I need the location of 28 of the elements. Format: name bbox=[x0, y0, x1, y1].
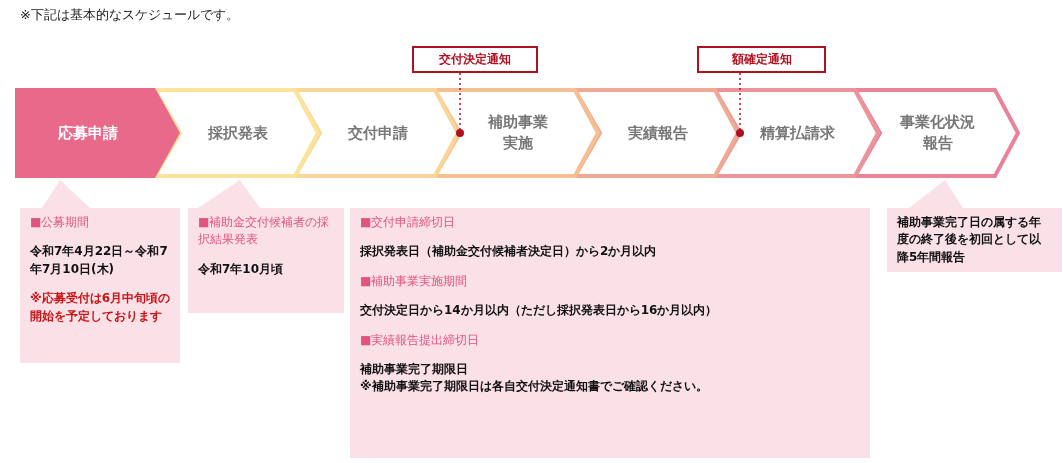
schedule-text: 令和7年10月頃 bbox=[198, 260, 285, 278]
schedule-text: ※補助事業完了期限日は各自交付決定通知書でご確認ください。 bbox=[360, 378, 709, 396]
notice-label: 額確定通知 bbox=[731, 51, 792, 68]
schedule-text: 交付決定日から14か月以内（ただし採択発表日から16か月以内） bbox=[360, 302, 719, 320]
schedule-text: 令和7年4月22日～令和7年7月10日(木) bbox=[30, 243, 169, 278]
step-label: 応募申請 bbox=[56, 122, 119, 144]
section-heading: ■補助事業実施期間 bbox=[360, 272, 469, 290]
step-label: 事業化状況報告 bbox=[899, 112, 976, 154]
step-panel bbox=[855, 88, 1020, 178]
callout-box bbox=[350, 208, 870, 458]
callout-box bbox=[887, 180, 1062, 272]
note-text: ※応募受付は6月中旬頃の開始を予定しております bbox=[30, 290, 170, 325]
schedule-text: 補助事業完了日の属する年度の終了後を初回として以降5年間報告 bbox=[897, 214, 1042, 266]
note-text: ※下記は基本的なスケジュールです。 bbox=[20, 6, 239, 24]
notice-label: 交付決定通知 bbox=[439, 51, 511, 68]
notice-box bbox=[697, 46, 826, 73]
step-label: 精算払請求 bbox=[759, 122, 836, 144]
section-heading: ■補助金交付候補者の採択結果発表 bbox=[198, 214, 331, 249]
section-heading: ■公募期間 bbox=[30, 214, 91, 231]
schedule-text: 補助事業完了期限日 bbox=[360, 360, 469, 378]
callout-box bbox=[20, 180, 180, 363]
callout-box bbox=[188, 180, 344, 313]
schedule-text: 採択発表日（補助金交付候補者決定日）から2か月以内 bbox=[360, 243, 658, 261]
step-panel bbox=[15, 88, 180, 178]
section-heading: ■実績報告提出締切日 bbox=[360, 331, 481, 349]
notice-box bbox=[412, 46, 538, 73]
section-heading: ■交付申請締切日 bbox=[360, 214, 457, 231]
step-label: 補助事業実施 bbox=[486, 112, 549, 154]
